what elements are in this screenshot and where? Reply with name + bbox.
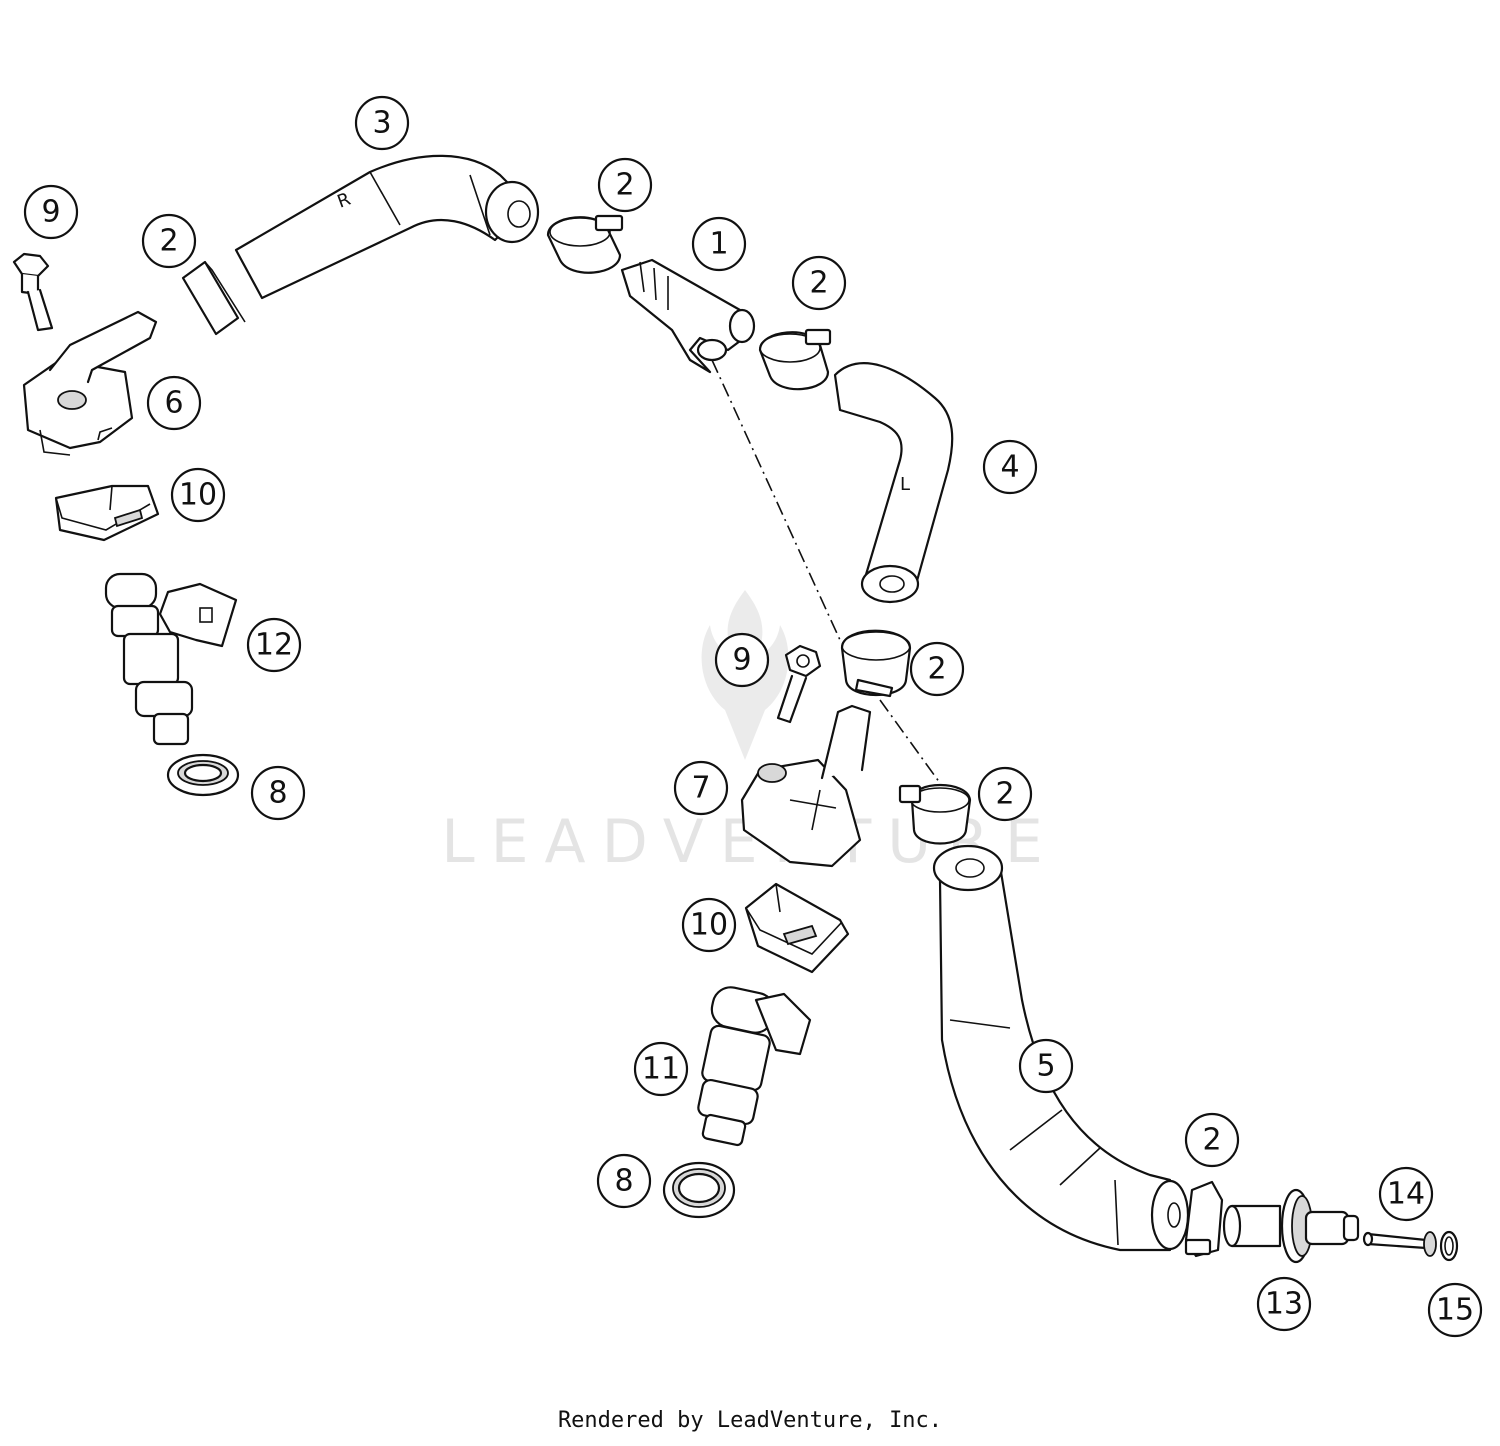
callout-2: 2 — [791, 255, 847, 311]
svg-text:10: 10 — [179, 478, 217, 513]
hose-clamp-2-left — [181, 260, 246, 336]
fuel-injector-12 — [104, 572, 238, 746]
svg-text:2: 2 — [809, 266, 828, 301]
callout-9: 9 — [714, 632, 770, 688]
callout-2: 2 — [597, 157, 653, 213]
svg-text:8: 8 — [614, 1164, 633, 1199]
t-fitting-1 — [620, 258, 756, 374]
svg-text:3: 3 — [372, 106, 391, 141]
callout-9: 9 — [23, 184, 79, 240]
callout-2: 2 — [1184, 1112, 1240, 1168]
callout-11: 11 — [633, 1041, 689, 1097]
o-ring-8-upper — [166, 753, 240, 797]
callout-4: 4 — [982, 439, 1038, 495]
svg-text:2: 2 — [995, 777, 1014, 812]
retaining-clip-10-upper — [54, 484, 160, 542]
callout-7: 7 — [673, 760, 729, 816]
render-credit: Rendered by LeadVenture, Inc. — [557, 1408, 943, 1433]
fuel-hose-5 — [932, 844, 1190, 1252]
svg-text:2: 2 — [615, 168, 634, 203]
callout-8: 8 — [250, 765, 306, 821]
callout-5: 5 — [1018, 1038, 1074, 1094]
fuel-hose-3: R — [234, 154, 540, 300]
o-ring-8-lower — [662, 1161, 736, 1219]
svg-text:6: 6 — [164, 386, 183, 421]
o-ring-15 — [1439, 1230, 1459, 1262]
leader-line — [711, 359, 946, 791]
fuel-hose-4: L — [833, 362, 954, 604]
callouts: 1 2 2 2 2 2 2 3 4 5 6 7 8 8 9 9 10 10 11… — [23, 95, 1483, 1338]
svg-text:10: 10 — [690, 908, 728, 943]
callout-6: 6 — [146, 375, 202, 431]
fuel-rail-connector-6 — [22, 310, 158, 456]
hose-clamp-2-bottom — [1184, 1180, 1224, 1258]
callout-14: 14 — [1378, 1166, 1434, 1222]
svg-text:9: 9 — [732, 643, 751, 678]
hose-clamp-2-lower — [898, 783, 972, 845]
fuel-rail-connector-7 — [740, 704, 872, 868]
svg-text:14: 14 — [1387, 1177, 1425, 1212]
callout-15: 15 — [1427, 1282, 1483, 1338]
svg-text:2: 2 — [1202, 1123, 1221, 1158]
svg-text:9: 9 — [41, 195, 60, 230]
svg-text:11: 11 — [642, 1052, 680, 1087]
callout-13: 13 — [1256, 1276, 1312, 1332]
callout-12: 12 — [246, 617, 302, 673]
svg-text:8: 8 — [268, 776, 287, 811]
callout-1: 1 — [691, 216, 747, 272]
svg-text:15: 15 — [1436, 1293, 1474, 1328]
hose-clamp-2-mid — [840, 629, 912, 698]
callout-3: 3 — [354, 95, 410, 151]
svg-text:2: 2 — [927, 652, 946, 687]
callout-10: 10 — [681, 897, 737, 953]
svg-text:2: 2 — [159, 224, 178, 259]
callout-2: 2 — [141, 213, 197, 269]
hose-clamp-2-right — [758, 328, 832, 391]
bolt-9-lower — [776, 644, 822, 724]
svg-text:1: 1 — [709, 227, 728, 262]
retaining-clip-10-lower — [744, 882, 850, 974]
callout-2: 2 — [909, 641, 965, 697]
callout-10: 10 — [170, 467, 226, 523]
pressure-regulator-13 — [1222, 1188, 1360, 1264]
hose-4-mark: L — [900, 474, 910, 495]
svg-text:13: 13 — [1265, 1287, 1303, 1322]
svg-text:7: 7 — [691, 771, 710, 806]
svg-text:4: 4 — [1000, 450, 1019, 485]
bolt-9-upper — [12, 252, 54, 332]
svg-text:12: 12 — [255, 628, 293, 663]
hose-clamp-2-top — [546, 214, 624, 274]
callout-8: 8 — [596, 1153, 652, 1209]
valve-pin-14 — [1362, 1231, 1437, 1257]
fuel-injector-11 — [697, 986, 812, 1147]
svg-text:5: 5 — [1036, 1049, 1055, 1084]
callout-2: 2 — [977, 766, 1033, 822]
